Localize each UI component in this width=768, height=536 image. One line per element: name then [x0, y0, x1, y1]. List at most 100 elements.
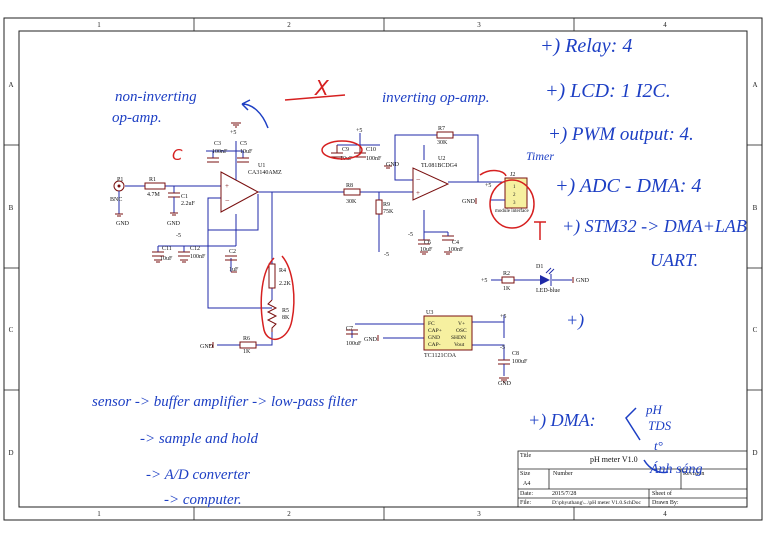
trimmer-r5	[266, 299, 278, 332]
label-gnd-p1: GND	[116, 221, 130, 227]
svg-text:+: +	[416, 189, 420, 197]
svg-text:1: 1	[513, 185, 516, 190]
sheet-label: Sheet of	[652, 490, 672, 497]
connector-j2: 1 2 3	[490, 177, 528, 209]
red-arrow-stc	[479, 169, 507, 177]
row-letter-c: C	[9, 326, 14, 334]
row-letter-d-right: D	[752, 449, 757, 457]
label-r4: R4	[279, 268, 286, 274]
label-j2: J2	[510, 172, 515, 178]
col-number-4: 4	[663, 21, 667, 29]
label-c3: C3	[214, 141, 221, 147]
blue-pen-arrows	[241, 99, 669, 474]
note-uart: UART.	[650, 250, 698, 270]
label-gnd-c1: GND	[167, 221, 181, 227]
label-c12-value: 100nF	[190, 254, 206, 260]
label-r9: R9	[383, 202, 390, 208]
note-timer: Timer	[526, 149, 554, 163]
label-c5: C5	[240, 141, 247, 147]
label-c11-value: 10uF	[160, 256, 173, 262]
label-r2: R2	[503, 271, 510, 277]
opamp-u2: − +	[412, 167, 450, 201]
capacitor-c3	[207, 157, 219, 163]
label-r7: R7	[438, 126, 445, 132]
red-loop-r4-r5	[260, 255, 295, 340]
red-pi-mark	[534, 221, 546, 240]
underline-stroke	[643, 459, 669, 474]
label-c1: C1	[181, 194, 188, 200]
label-c4: C4	[452, 240, 459, 246]
note-sample-hold: -> sample and hold	[140, 431, 259, 447]
label-c2-value: 1uF	[229, 267, 239, 273]
label-c11: C11	[162, 246, 172, 252]
label-plus5-u1: +5	[230, 130, 236, 136]
u3-pin-cap-minus: CAP-	[428, 342, 441, 348]
curved-arrow-icon	[241, 99, 269, 129]
label-r9-value: 75K	[383, 209, 394, 215]
label-u1: U1	[258, 163, 265, 169]
label-gnd-j2: GND	[462, 199, 476, 205]
svg-text:2: 2	[513, 193, 516, 198]
col-number-1-bottom: 1	[97, 510, 101, 518]
number-label: Number	[553, 471, 573, 477]
label-j2-value: module interface	[495, 209, 530, 214]
capacitor-c6	[418, 239, 430, 245]
label-c4-value: 100nF	[448, 247, 464, 253]
label-gnd-d1: GND	[576, 278, 590, 284]
label-r6-value: 1K	[243, 349, 251, 355]
label-gnd-c8: GND	[498, 381, 512, 387]
zone-ticks	[4, 18, 762, 520]
label-plus5-u3: +5	[500, 314, 506, 320]
note-stm32: +) STM32 -> DMA+LAB	[562, 216, 747, 237]
file-label: File:	[520, 500, 531, 506]
note-op-amp-1: op-amp.	[112, 110, 162, 126]
resistor-r7	[436, 131, 454, 139]
label-r7-value: 30K	[437, 140, 448, 146]
outer-frame	[3, 17, 763, 521]
capacitor-c4	[442, 232, 454, 241]
label-c2: C2	[229, 249, 236, 255]
u3-pin-vout: Vout	[454, 342, 465, 348]
row-letter-b: B	[9, 204, 14, 212]
label-c3-value: 100nF	[212, 149, 228, 155]
revision-label: Revision	[683, 471, 704, 477]
note-inverting: inverting op-amp.	[382, 90, 489, 106]
capacitor-c9	[331, 145, 343, 158]
label-c6-value: 10uF	[420, 247, 433, 253]
capacitor-c1	[168, 192, 180, 213]
resistor-r6	[239, 341, 257, 349]
row-letter-b-right: B	[753, 204, 758, 212]
label-c6: C6	[424, 240, 431, 246]
note-ad-converter: -> A/D converter	[146, 467, 250, 483]
resistor-r2	[501, 276, 515, 284]
svg-text:−: −	[225, 196, 230, 205]
opamp-u1: + −	[220, 164, 260, 213]
label-r8-value: 30K	[346, 199, 357, 205]
ground-symbols	[115, 122, 574, 383]
wires	[125, 133, 572, 360]
note-adc: +) ADC - DMA: 4	[555, 175, 701, 197]
note-dma: +) DMA:	[528, 410, 596, 431]
label-plus5-c9: +5	[356, 128, 362, 134]
note-non-inverting: non-inverting	[115, 89, 197, 105]
label-u2: U2	[438, 156, 445, 162]
label-c8: C8	[512, 351, 519, 357]
label-c10-value: 100nF	[366, 156, 382, 162]
col-number-3: 3	[477, 21, 481, 29]
resistor-r8	[343, 188, 361, 196]
label-u1-value: CA3140AMZ	[248, 170, 282, 176]
resistor-r4	[268, 263, 276, 289]
row-letter-c-right: C	[753, 326, 758, 334]
red-circle-j2	[489, 179, 535, 229]
brace-arrow-icon	[625, 407, 641, 441]
row-letter-d: D	[8, 449, 13, 457]
label-plus5-j2: +5	[485, 183, 491, 189]
u3-pin-vplus: V+	[458, 321, 465, 327]
note-ph: pH	[645, 402, 663, 417]
title-value: pH meter V1.0	[590, 455, 638, 464]
u3-pin-osc: OSC	[456, 328, 467, 334]
label-r2-value: 1K	[503, 286, 511, 292]
label-gnd-r6: GND	[200, 344, 214, 350]
label-c12: C12	[190, 246, 200, 252]
label-r4-value: 2.2K	[279, 281, 292, 287]
